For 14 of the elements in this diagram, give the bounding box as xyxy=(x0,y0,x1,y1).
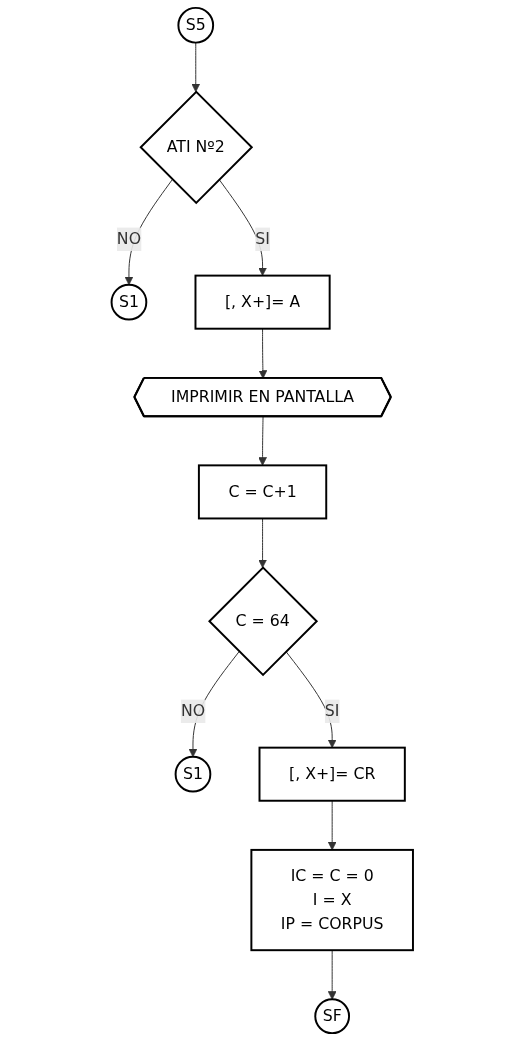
node-diamond: ATI Nº2 xyxy=(139,90,253,205)
edge-label: SI xyxy=(324,701,340,721)
edge-label: NO xyxy=(180,701,205,721)
node-box: C = C+1 xyxy=(197,464,327,520)
node-circle: S1 xyxy=(110,283,148,321)
node-box: [, X+]= A xyxy=(194,274,331,330)
edge-label: SI xyxy=(254,229,270,249)
node-circle: SF xyxy=(314,998,350,1035)
node-circle: S5 xyxy=(177,6,214,44)
edge-label: NO xyxy=(116,229,141,249)
node-box: [, X+]= CR xyxy=(258,746,406,802)
node-circle: S1 xyxy=(174,755,212,793)
node-diamond: C = 64 xyxy=(207,566,318,677)
node-box: IC = C = 0 I = X IP = CORPUS xyxy=(250,848,414,952)
